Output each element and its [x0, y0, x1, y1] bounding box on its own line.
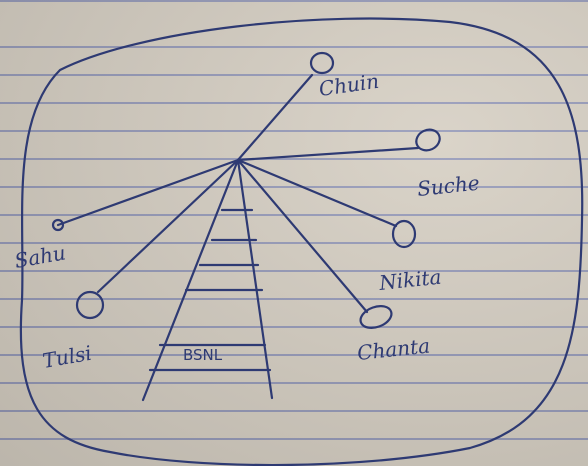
label-chuin: Chuin — [317, 69, 380, 101]
label-nikita: Nikita — [377, 265, 443, 295]
label-tulsi: Tulsi — [41, 341, 94, 373]
connection-lines — [58, 75, 418, 312]
bsnl-tower — [143, 160, 272, 400]
label-suche: Suche — [416, 171, 481, 201]
node-chuin — [311, 53, 333, 73]
label-sahu: Sahu — [13, 240, 68, 273]
node-tulsi — [77, 292, 103, 318]
tower-label: BSNL — [183, 346, 223, 364]
label-chanta: Chanta — [356, 333, 431, 364]
node-nikita — [393, 221, 415, 247]
node-suche — [413, 126, 443, 154]
